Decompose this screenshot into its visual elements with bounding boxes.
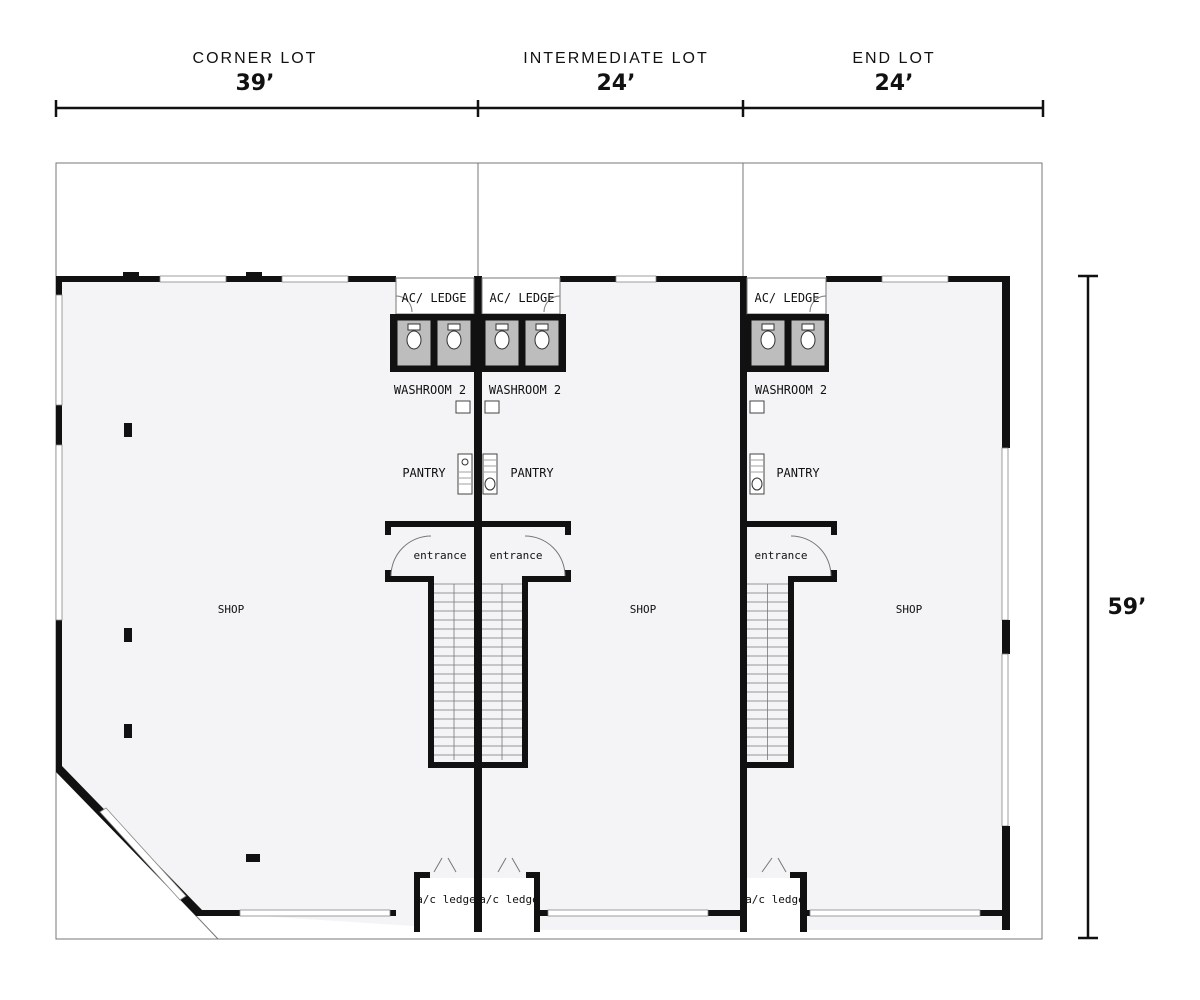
pantry-label-intermediate: PANTRY xyxy=(510,466,554,480)
intermediate-lot-walls xyxy=(540,275,746,917)
washroom-label-corner: WASHROOM 2 xyxy=(394,383,466,397)
ac-ledge-lower-label-intermediate: a/c ledge xyxy=(479,893,539,906)
stair-cores xyxy=(385,521,837,768)
room-labels: AC/ LEDGE AC/ LEDGE AC/ LEDGE WASHROOM 2… xyxy=(218,291,923,906)
pantry-sinks xyxy=(457,453,765,495)
ac-ledge-label-end: AC/ LEDGE xyxy=(754,291,819,305)
entrance-label-end: entrance xyxy=(755,549,808,562)
end-lot-width: 24’ xyxy=(875,71,914,96)
intermediate-lot-width: 24’ xyxy=(597,71,636,96)
depth-dimension: 59’ xyxy=(1078,274,1147,940)
ac-ledge-label-corner: AC/ LEDGE xyxy=(401,291,466,305)
shop-label-intermediate: SHOP xyxy=(630,603,657,616)
washroom-label-end: WASHROOM 2 xyxy=(755,383,827,397)
floor-areas xyxy=(60,282,1005,930)
entrance-label-intermediate: entrance xyxy=(490,549,543,562)
lower-ac-ledges xyxy=(414,857,807,932)
party-walls xyxy=(474,276,747,932)
corner-lot-walls xyxy=(55,272,396,917)
washroom-label-intermediate: WASHROOM 2 xyxy=(489,383,561,397)
pantry-label-end: PANTRY xyxy=(776,466,820,480)
shop-label-corner: SHOP xyxy=(218,603,245,616)
upper-ac-ledges xyxy=(395,277,827,315)
depth-value: 59’ xyxy=(1108,595,1147,620)
corner-lot-width: 39’ xyxy=(236,71,275,96)
width-dimension-line xyxy=(54,100,1045,117)
entrance-label-corner: entrance xyxy=(414,549,467,562)
end-lot-label: END LOT xyxy=(852,50,935,67)
washroom-blocks xyxy=(390,314,829,414)
ac-ledge-lower-label-corner: a/c ledge xyxy=(416,893,476,906)
lot-dimension-header: CORNER LOT 39’ INTERMEDIATE LOT 24’ END … xyxy=(54,50,1045,117)
pantry-label-corner: PANTRY xyxy=(402,466,446,480)
end-lot-walls xyxy=(806,275,1010,930)
ac-ledge-lower-label-end: a/c ledge xyxy=(745,893,805,906)
ac-ledge-label-intermediate: AC/ LEDGE xyxy=(489,291,554,305)
shop-label-end: SHOP xyxy=(896,603,923,616)
corner-lot-label: CORNER LOT xyxy=(193,50,318,67)
intermediate-lot-label: INTERMEDIATE LOT xyxy=(523,50,709,67)
